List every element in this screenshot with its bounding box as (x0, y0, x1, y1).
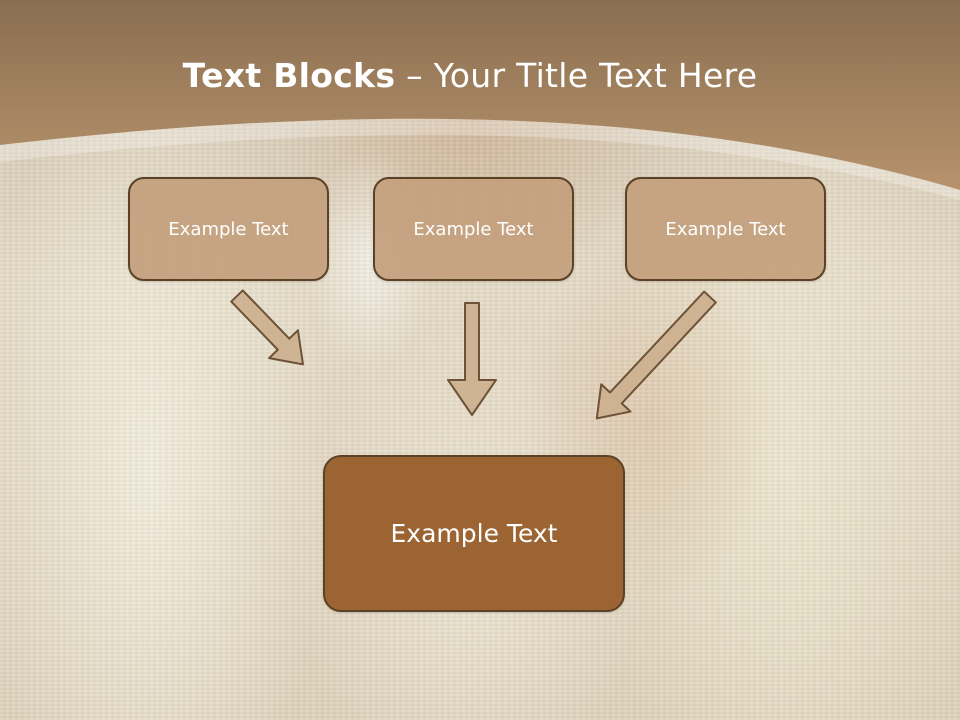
text-block-main: Example Text (323, 455, 625, 612)
arrow-center (447, 302, 497, 416)
text-block-3: Example Text (625, 177, 826, 281)
slide-title: Text Blocks – Your Title Text Here (0, 56, 940, 95)
text-block-1-label: Example Text (168, 218, 289, 240)
text-block-1: Example Text (128, 177, 329, 281)
title-rest: – Your Title Text Here (395, 56, 758, 95)
text-block-main-label: Example Text (390, 519, 558, 548)
title-bold: Text Blocks (182, 56, 396, 95)
text-block-3-label: Example Text (665, 218, 786, 240)
header-band (0, 0, 960, 200)
text-block-2: Example Text (373, 177, 574, 281)
arrow-left (230, 289, 304, 366)
text-block-2-label: Example Text (413, 218, 534, 240)
arrow-right (595, 290, 717, 420)
